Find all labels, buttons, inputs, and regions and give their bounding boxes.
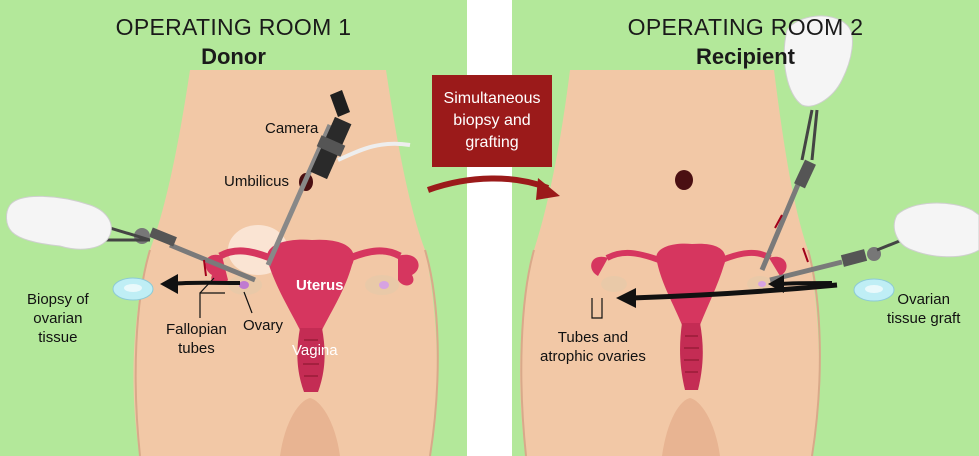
tubes-label-line2: atrophic ovaries (540, 347, 646, 366)
graft-label-line2: tissue graft (887, 309, 960, 328)
room-2-subtitle: Recipient (512, 44, 979, 70)
biopsy-label: Biopsy of ovarian tissue (27, 290, 89, 347)
fallopian-label-line2: tubes (166, 339, 227, 358)
umbilicus-label: Umbilicus (224, 172, 289, 191)
tubes-label-line1: Tubes and (540, 328, 646, 347)
camera-label: Camera (265, 119, 318, 138)
fallopian-tubes-label: Fallopian tubes (166, 320, 227, 358)
tubes-atrophic-ovaries-label: Tubes and atrophic ovaries (540, 328, 646, 366)
fallopian-label-line1: Fallopian (166, 320, 227, 339)
room-1-subtitle: Donor (0, 44, 467, 70)
graft-label-line1: Ovarian (887, 290, 960, 309)
biopsy-label-line2: ovarian (27, 309, 89, 328)
uterus-label: Uterus (296, 276, 344, 295)
biopsy-label-line1: Biopsy of (27, 290, 89, 309)
recipient-umbilicus (675, 170, 693, 190)
ovary-label: Ovary (243, 316, 283, 335)
operating-room-1-panel: OPERATING ROOM 1 Donor Camera Umbilicus … (0, 0, 467, 456)
operating-room-2-panel: OPERATING ROOM 2 Recipient Tubes and atr… (512, 0, 979, 456)
biopsy-label-line3: tissue (27, 328, 89, 347)
center-box-line2: biopsy and (453, 110, 530, 132)
recipient-vagina (680, 323, 703, 390)
room-2-title: OPERATING ROOM 2 (512, 14, 979, 41)
center-box-line1: Simultaneous (444, 88, 541, 110)
simultaneous-biopsy-grafting-box: Simultaneous biopsy and grafting (432, 75, 552, 167)
vagina-label: Vagina (292, 341, 338, 360)
donor-gloved-hand (6, 196, 111, 249)
room-1-title: OPERATING ROOM 1 (0, 14, 467, 41)
center-box-line3: grafting (465, 132, 518, 154)
recipient-right-gloved-hand (894, 203, 979, 257)
ovarian-tissue-graft-label: Ovarian tissue graft (887, 290, 960, 328)
recipient-left-ovary (601, 276, 627, 292)
donor-vagina (297, 328, 324, 392)
biopsy-arrow (172, 283, 240, 284)
